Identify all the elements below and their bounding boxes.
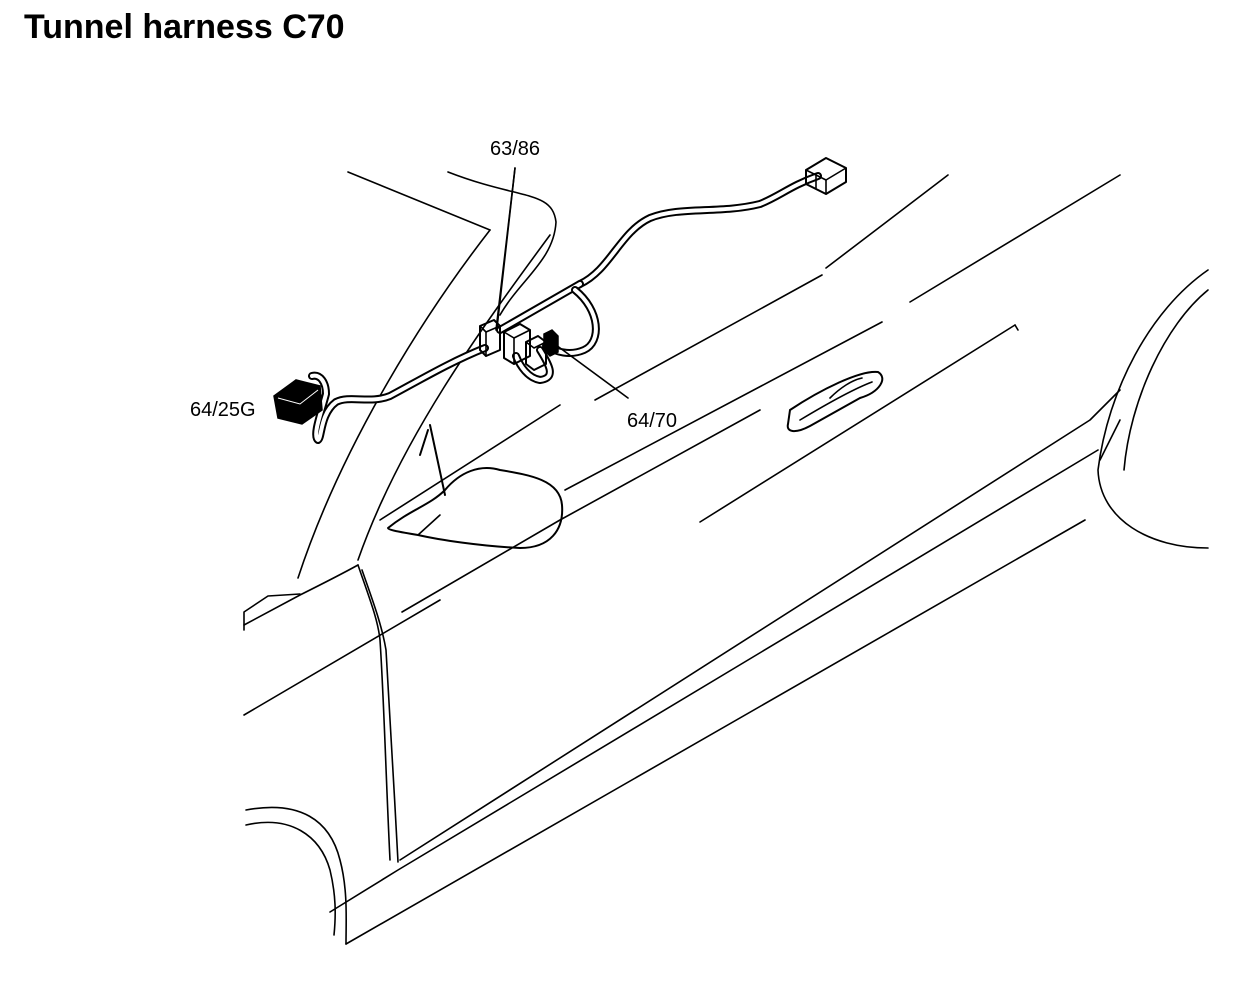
side-mirror	[387, 424, 564, 549]
wheel-arches	[245, 269, 1209, 945]
end-plug-connector	[805, 157, 847, 195]
page-title: Tunnel harness C70	[24, 8, 345, 46]
connector-64-70	[543, 329, 559, 357]
door-handle	[786, 370, 884, 432]
connector-64-25g	[273, 379, 323, 425]
door-edge	[357, 564, 399, 863]
label-64-25g: 64/25G	[190, 399, 256, 421]
label-63-86: 63/86	[490, 138, 540, 160]
windshield-outline	[297, 171, 557, 579]
junction-connectors	[479, 319, 547, 371]
label-64-70: 64/70	[627, 410, 677, 432]
body-lines	[243, 174, 1121, 945]
leader-lines	[495, 167, 629, 399]
wiring-harness	[308, 172, 822, 444]
